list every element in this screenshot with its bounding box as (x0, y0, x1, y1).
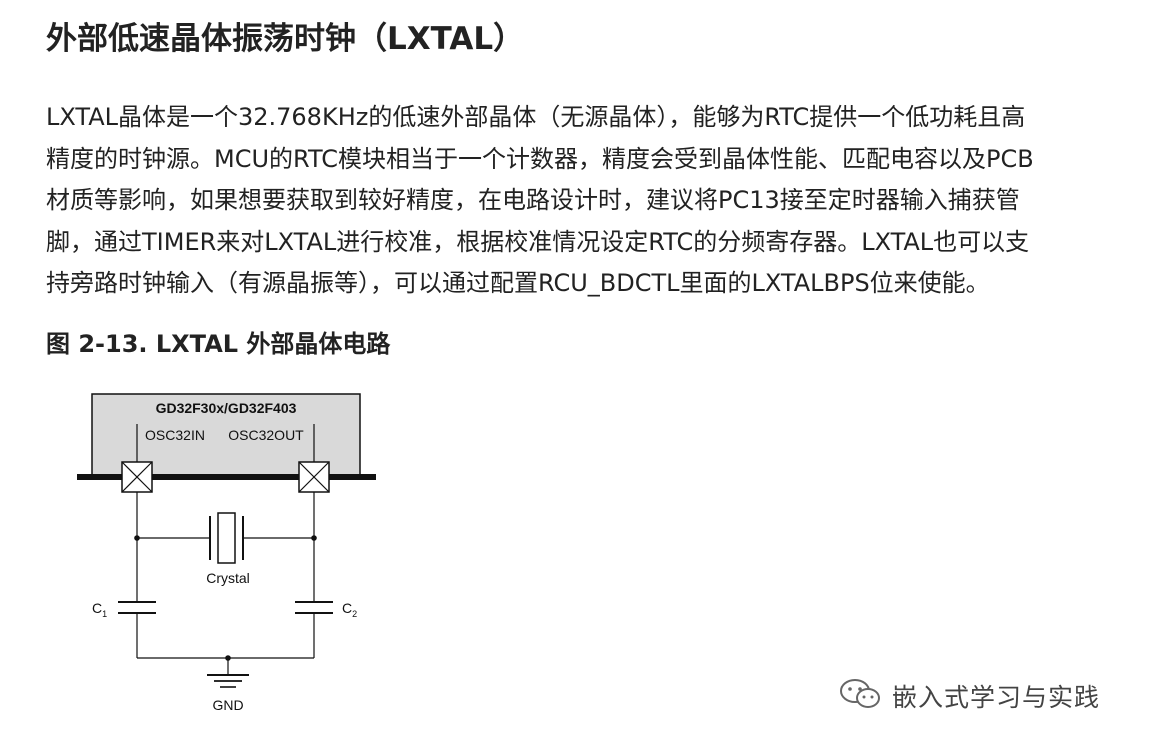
paragraph-line: 脚，通过TIMER来对LXTAL进行校准，根据校准情况设定RTC的分频寄存器。L… (46, 227, 1030, 256)
paragraph-line: 材质等影响，如果想要获取到较好精度，在电路设计时，建议将PC13接至定时器输入捕… (46, 186, 1020, 214)
capacitor-c2 (295, 601, 333, 614)
c1-label: C1 (92, 600, 107, 619)
description-paragraph: LXTAL晶体是一个32.768KHz的低速外部晶体（无源晶体），能够为RTC提… (46, 97, 1136, 305)
watermark: 嵌入式学习与实践 (838, 676, 1100, 716)
gnd-label: GND (212, 697, 243, 713)
crystal-symbol (209, 512, 244, 564)
osc32in-pin-label: OSC32IN (145, 427, 205, 443)
page-title: 外部低速晶体振荡时钟（LXTAL） (46, 21, 525, 57)
chip-name-label: GD32F30x/GD32F403 (156, 400, 297, 416)
figure-caption: 图 2-13. LXTAL 外部晶体电路 (46, 330, 391, 358)
capacitor-c1 (118, 601, 156, 614)
c2-label: C2 (342, 600, 357, 619)
paragraph-line: 持旁路时钟输入（有源晶振等），可以通过配置RCU_BDCTL里面的LXTALBP… (46, 269, 990, 297)
paragraph-line: LXTAL晶体是一个32.768KHz的低速外部晶体（无源晶体），能够为RTC提… (46, 103, 1026, 131)
watermark-text: 嵌入式学习与实践 (892, 683, 1101, 712)
osc32out-pin-box (298, 461, 330, 493)
lxtal-circuit-diagram: GD32F30x/GD32F403 OSC32IN OSC32OUT Cryst… (77, 393, 376, 713)
wechat-icon (838, 677, 884, 715)
ground-symbol (207, 674, 249, 688)
paragraph-line: 精度的时钟源。MCU的RTC模块相当于一个计数器，精度会受到晶体性能、匹配电容以… (46, 144, 1034, 173)
osc32in-pin-box (121, 461, 153, 493)
osc32out-pin-label: OSC32OUT (228, 427, 304, 443)
crystal-label: Crystal (206, 570, 250, 586)
